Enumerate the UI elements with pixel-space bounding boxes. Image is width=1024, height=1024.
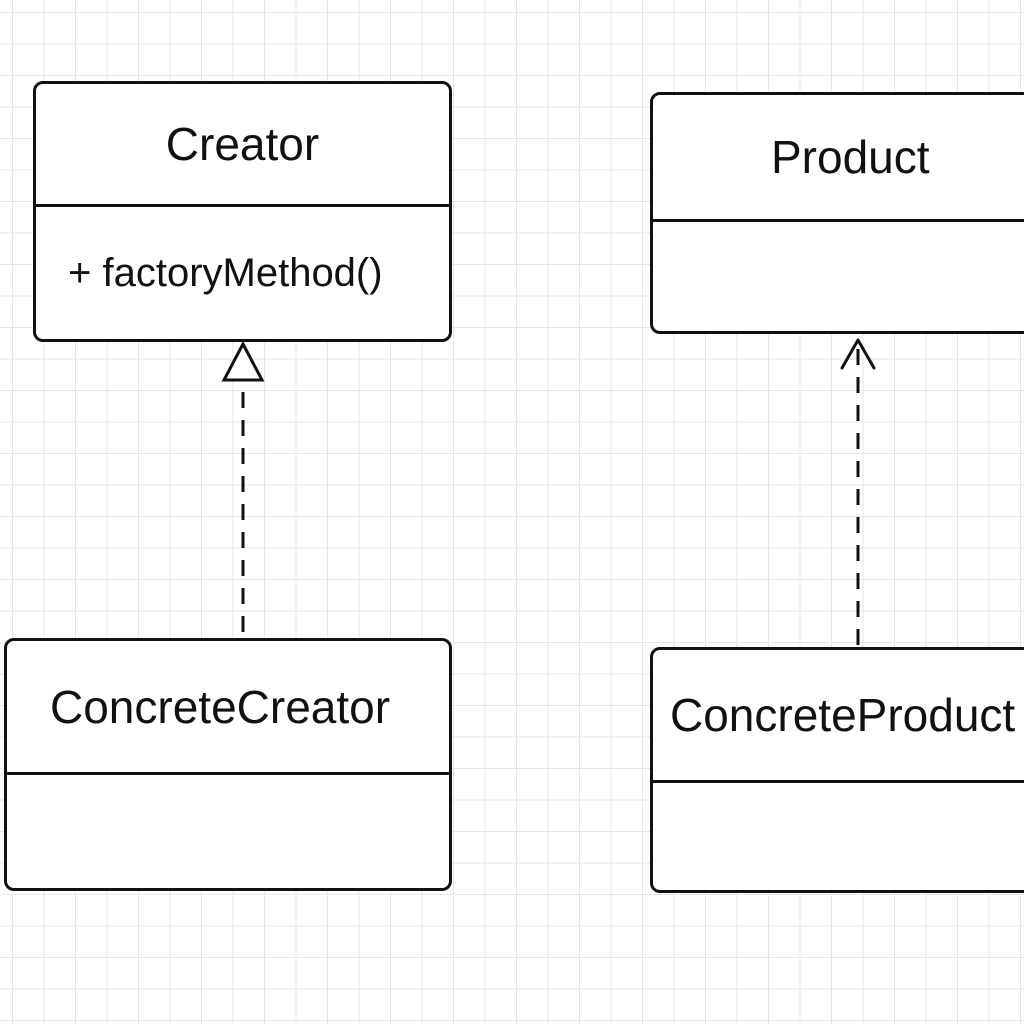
class-box-concrete-creator[interactable]: ConcreteCreator [4,638,452,891]
class-box-product[interactable]: Product [650,92,1024,334]
class-name-product: Product [653,95,1024,222]
class-operation-factory-method: + factoryMethod() [68,250,383,295]
class-box-concrete-product[interactable]: ConcreteProduct [650,647,1024,893]
class-name-creator: Creator [36,84,449,207]
class-name-concrete-product: ConcreteProduct [653,650,1024,783]
hollow-triangle-arrowhead-icon [221,340,265,382]
class-name-concrete-creator: ConcreteCreator [7,641,449,775]
open-arrowhead-icon [840,338,876,370]
class-box-creator[interactable]: Creator + factoryMethod() [33,81,452,342]
